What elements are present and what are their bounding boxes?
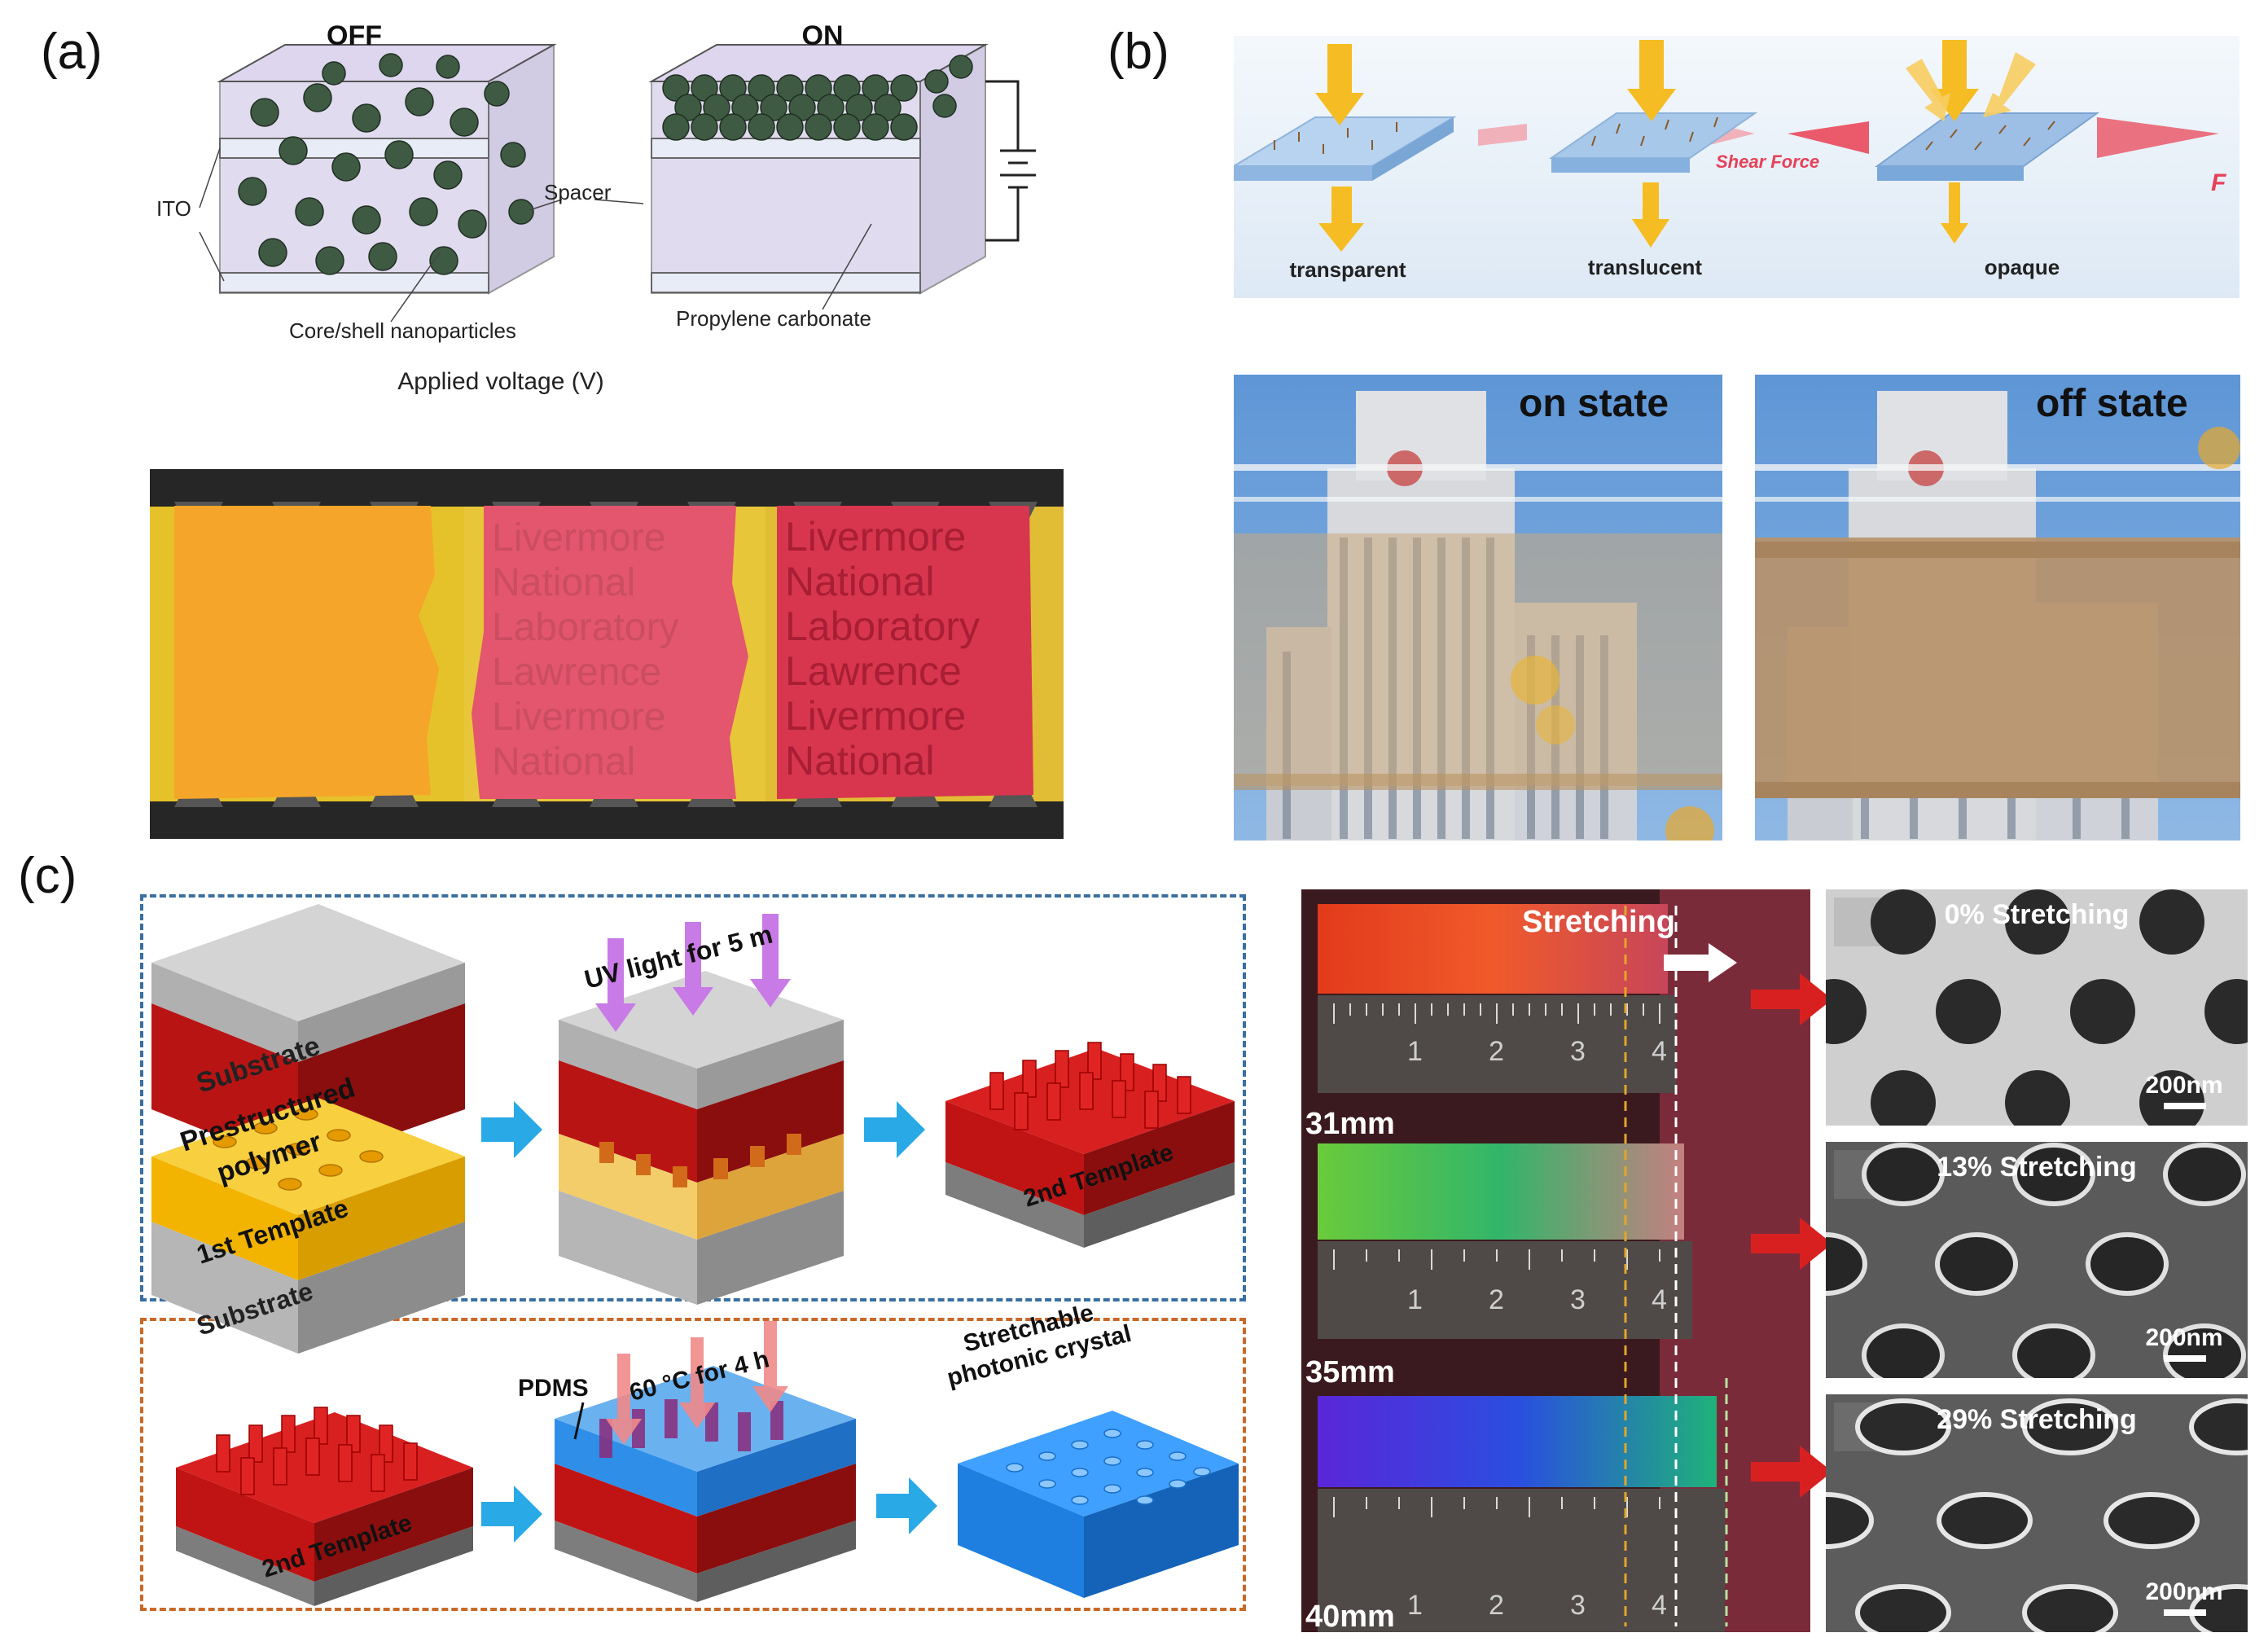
process-arrow-4 [876, 1477, 937, 1534]
core-shell-label: Core/shell nanoparticles [289, 318, 516, 343]
sem-13-label: 13% Stretching [1937, 1152, 2137, 1183]
panel-b-schematic: transparent translucent opaque Shear For… [1234, 36, 2239, 298]
middle-text-0: Livermore [492, 516, 665, 560]
sem-image-13: 13% Stretching 200nm [1826, 1142, 2248, 1378]
photonic-crystal-block [958, 1411, 1239, 1598]
pdms-stack [555, 1321, 856, 1602]
panel-label-b: (b) [1108, 24, 1169, 80]
right-text-4: Livermore [785, 693, 966, 739]
off-cell [217, 43, 557, 295]
sem-0-scale: 200nm [2145, 1072, 2222, 1099]
panel-label-a: (a) [41, 24, 103, 80]
ruler-3-num-2: 2 [1489, 1590, 1504, 1621]
sem-0-label: 0% Stretching [1945, 899, 2130, 930]
pink-film-right [777, 506, 1033, 799]
sem-29-scalebar [2164, 1609, 2206, 1616]
pdms-label: PDMS [518, 1375, 589, 1402]
propylene-label: Propylene carbonate [676, 306, 871, 331]
ruler-2-num-1: 1 [1407, 1284, 1423, 1315]
sem-29-scale: 200nm [2145, 1578, 2222, 1605]
applied-voltage-label: Applied voltage (V) [397, 368, 603, 395]
orange-film [174, 506, 439, 799]
photo-on-state [1234, 375, 1722, 841]
stretching-photo: 1 2 3 4 1 2 3 4 1 2 3 4 Stretching 31mm … [1301, 889, 1810, 1632]
length-35mm: 35mm [1305, 1355, 1395, 1389]
sem-0-scalebar [2164, 1103, 2206, 1109]
fabrication-box-bottom [140, 1318, 1246, 1611]
template2-stack-bottom [176, 1407, 473, 1606]
pink-film-middle [472, 506, 748, 799]
sem-link-arrows [1751, 973, 1832, 1498]
off-title: OFF [327, 20, 382, 51]
middle-text-4: Livermore [492, 696, 665, 739]
template2-stack [945, 1042, 1235, 1248]
ruler-3-num-4: 4 [1652, 1590, 1667, 1621]
process-arrow-3 [481, 1486, 542, 1543]
process-arrow-1 [481, 1101, 542, 1158]
panel-a-photo: Livermore National Laboratory Lawrence L… [150, 469, 1064, 839]
translucent-label: translucent [1588, 255, 1702, 279]
ruler-1-num-2: 2 [1489, 1036, 1504, 1067]
shear-force-label: Shear Force [1716, 151, 1819, 172]
sem-image-0: 0% Stretching 200nm [1826, 889, 2248, 1126]
right-text-3: Lawrence [785, 648, 962, 694]
stretch-arrow [1664, 943, 1737, 982]
sem-13-scale: 200nm [2145, 1324, 2222, 1351]
ruler-3-num-1: 1 [1407, 1590, 1423, 1621]
on-title: ON [802, 20, 844, 51]
panel-c-fabrication: Substrate Prestructured polymer 1st Temp… [151, 904, 1239, 1606]
middle-text-1: National [492, 561, 635, 604]
ruler-2-num-4: 4 [1652, 1284, 1667, 1315]
middle-text-5: National [492, 740, 635, 783]
middle-text-2: Laboratory [492, 606, 678, 649]
right-text-0: Livermore [785, 514, 966, 560]
force-label: F [2211, 169, 2226, 196]
length-40mm: 40mm [1305, 1600, 1395, 1632]
panel-a-schematic: OFF ON ITO Spacer Core/shell nanoparticl… [156, 20, 1036, 395]
photo-off-state [1755, 375, 2240, 841]
sem-13-scalebar [2164, 1355, 2206, 1362]
opaque-label: opaque [1985, 255, 2060, 279]
right-text-2: Laboratory [785, 604, 980, 649]
on-state-label: on state [1519, 382, 1669, 425]
ito-label: ITO [156, 196, 191, 221]
uv-stack [559, 914, 844, 1305]
sem-29-label: 29% Stretching [1937, 1404, 2137, 1435]
ruler-2-num-3: 3 [1570, 1284, 1586, 1315]
spacer-label: Spacer [544, 180, 612, 204]
stack-bottom-block [151, 1098, 465, 1354]
middle-text-3: Lawrence [492, 651, 661, 694]
right-text-1: National [785, 559, 934, 604]
right-text-5: National [785, 738, 934, 783]
on-cell [648, 43, 1036, 295]
length-31mm: 31mm [1305, 1107, 1395, 1141]
ruler-1-num-3: 3 [1570, 1036, 1586, 1067]
ruler-1-num-1: 1 [1407, 1036, 1423, 1067]
panel-label-c: (c) [18, 848, 77, 904]
ruler-3-num-3: 3 [1570, 1590, 1586, 1621]
stretching-label: Stretching [1522, 905, 1675, 939]
off-state-label: off state [2036, 382, 2188, 425]
ruler-2-num-2: 2 [1489, 1284, 1504, 1315]
process-arrow-2 [864, 1101, 925, 1158]
transparent-label: transparent [1289, 257, 1406, 282]
sem-image-29: 29% Stretching 200nm [1826, 1394, 2248, 1632]
ruler-1-num-4: 4 [1652, 1036, 1667, 1067]
